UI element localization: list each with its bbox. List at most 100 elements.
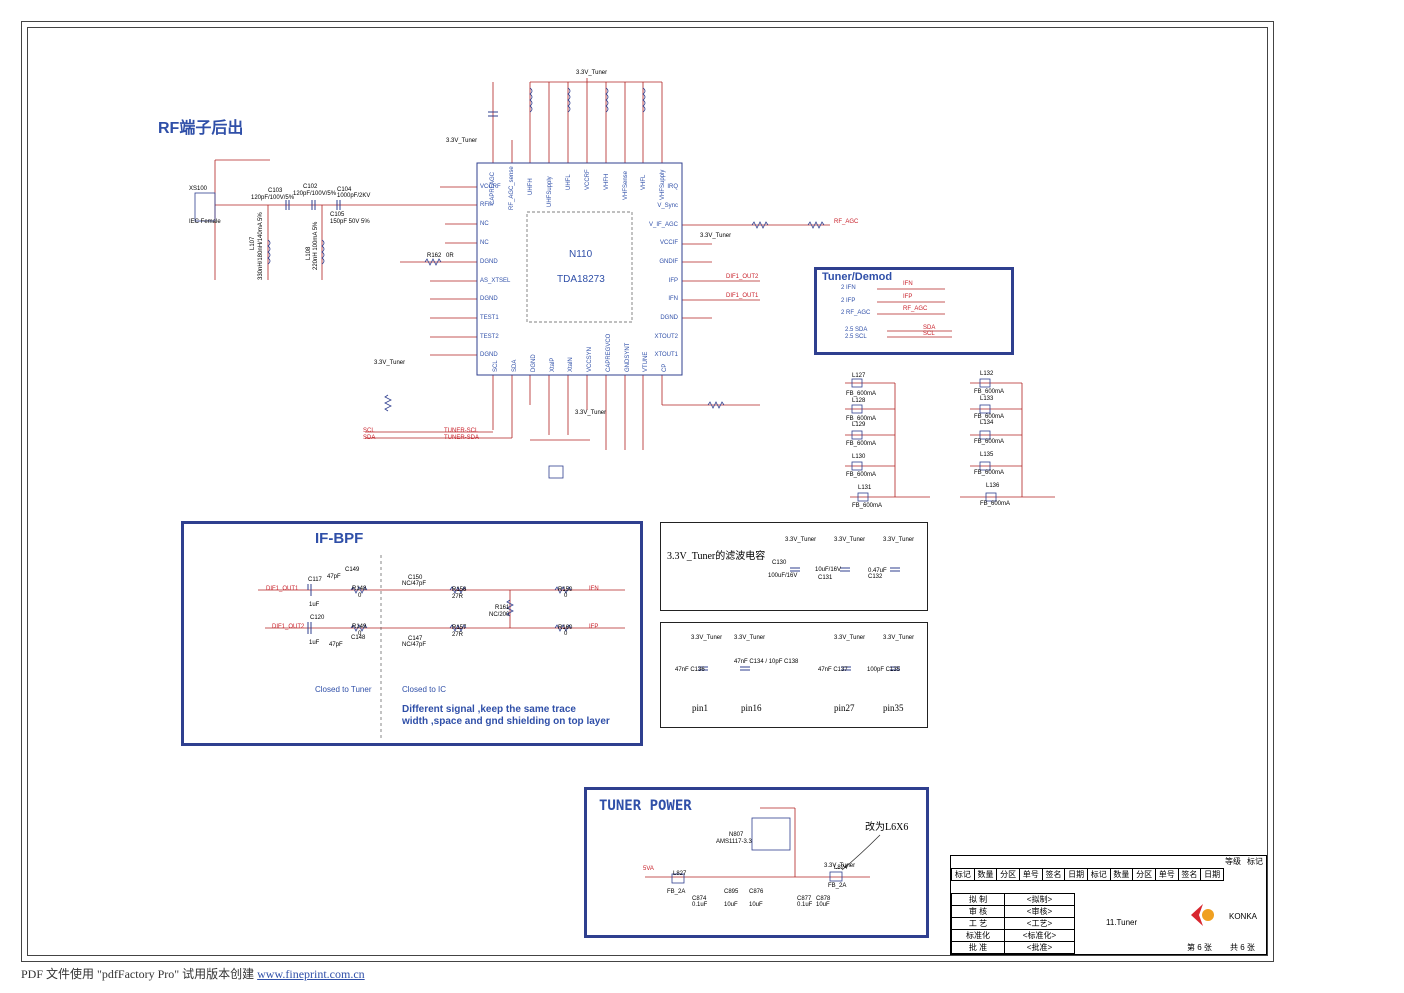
- rev-col: 标记: [951, 868, 975, 881]
- trace-note-1: Different signal ,keep the same trace: [402, 704, 576, 715]
- net-label-v33: 3.3V_Tuner: [883, 537, 915, 543]
- ferrite-value: FB_600mA: [974, 389, 1005, 395]
- chip-pin-bottom: XtalN: [568, 357, 574, 372]
- chip-pin-right: IRQ: [667, 184, 678, 190]
- pin-label: pin27: [834, 703, 855, 713]
- approval-value: <标准化>: [1003, 929, 1076, 942]
- bpf-part: 0: [358, 631, 362, 637]
- bpf-part: C149: [345, 567, 360, 573]
- chip-pin-right: DGND: [660, 315, 678, 321]
- chip-pin-bottom: XtalP: [550, 357, 556, 372]
- chip-pin-bottom: SDA: [512, 359, 518, 372]
- power-part: C874: [692, 896, 707, 902]
- rf-part-label: C105: [330, 212, 345, 218]
- net-label-v33: 3.3V_Tuner: [734, 635, 766, 641]
- chip-pin-left: DGND: [480, 259, 498, 265]
- chip-pin-bottom: CAPREGVCO: [606, 333, 612, 372]
- chip-pin-right: XTOUT2: [654, 334, 678, 340]
- chip-pin-top: UHFL: [566, 174, 572, 190]
- ferrite-value: FB_600mA: [980, 501, 1011, 507]
- ferrite-ref: L133: [980, 396, 994, 402]
- chip-part: TDA18273: [557, 274, 605, 285]
- bpf-part: R160: [558, 625, 573, 631]
- pin-cap-values: 47nF C137: [818, 667, 848, 673]
- approval-table: 拟 制<拟制> 审 核<审核> 工 艺<工艺> 标准化<标准化> 批 准<批准>: [951, 893, 1076, 954]
- ferrite-value: FB_600mA: [846, 472, 877, 478]
- rf-part-label: L108: [306, 246, 312, 260]
- chip-pin-right: GNDIF: [659, 259, 678, 265]
- net-label-v33: 3.3V_Tuner: [785, 537, 817, 543]
- approval-value: <工艺>: [1003, 917, 1076, 930]
- net-label-tuner-sda: TUNER-SDA: [444, 435, 480, 441]
- chip-pin-left: DGND: [480, 296, 498, 302]
- chip-pin-right: XTOUT1: [654, 352, 678, 358]
- pin-cap-values: 47nF C134 / 10pF C138: [734, 659, 799, 665]
- bpf-part: R150: [558, 587, 573, 593]
- chip-pin-right: V_Sync: [657, 203, 678, 209]
- pin-cap-values: 47nF C136: [675, 667, 705, 673]
- net-label-v33: 3.3V_Tuner: [824, 863, 856, 869]
- bpf-part: R161: [495, 605, 510, 611]
- chip-pin-top: UHFSupply: [547, 176, 553, 207]
- power-part: C877: [797, 896, 812, 902]
- net-label-v33: 3.3V_Tuner: [446, 138, 478, 144]
- bpf-part: 47pF: [327, 574, 341, 580]
- sheet-number: 第 6 张: [1187, 943, 1212, 952]
- tuner-demod-net: SDA: [923, 325, 936, 331]
- rev-col: 标记: [1086, 868, 1111, 881]
- rev-col: 单号: [1018, 868, 1043, 881]
- ferrite-ref: L129: [852, 422, 866, 428]
- tuner-demod-pin: 2.5 SDA: [845, 327, 868, 333]
- rev-col: 日期: [1064, 868, 1088, 881]
- approval-label: 审 核: [951, 905, 1005, 918]
- change-note: 改为L6X6: [865, 822, 909, 833]
- tuner-demod-net: RF_AGC: [903, 306, 928, 312]
- inner-border: [27, 27, 1268, 956]
- chip-pin-bottom: VTUNE: [643, 351, 649, 372]
- net-label-v33: 3.3V_Tuner: [883, 635, 915, 641]
- rf-part-label: C103: [268, 188, 283, 194]
- bpf-part: NC/47pF: [402, 642, 427, 648]
- bpf-part: R158: [452, 587, 467, 593]
- rev-col: 日期: [1200, 868, 1224, 881]
- rev-col: 数量: [1109, 868, 1134, 881]
- chip-pin-top: VHFSupply: [660, 169, 666, 200]
- chip-pin-bottom: VCCSYN: [587, 346, 593, 372]
- chip-pin-bottom: GNDSYNT: [625, 342, 631, 372]
- net-label-scl: SCL: [363, 428, 375, 434]
- tuner-demod-net: IFN: [903, 281, 913, 287]
- footer-link[interactable]: www.fineprint.com.cn: [257, 967, 365, 981]
- chip-pin-bottom: SCL: [493, 360, 499, 372]
- konka-logo-icon: [1189, 902, 1217, 928]
- ferrite-value: FB_600mA: [974, 414, 1005, 420]
- bpf-part: C147: [408, 636, 423, 642]
- if-bpf-title: IF-BPF: [315, 530, 364, 547]
- rf-part-label: C104: [337, 187, 352, 193]
- net-label-rf-agc: RF_AGC: [834, 219, 859, 225]
- chip-pin-left: RFin: [480, 202, 493, 208]
- bpf-part: 27R: [452, 594, 464, 600]
- bpf-part: C148: [351, 635, 366, 641]
- net-label-v33: 3.3V_Tuner: [576, 70, 608, 76]
- chip-pin-top: RF_AGC_sense: [509, 166, 515, 210]
- cap-ref: C132: [868, 574, 883, 580]
- title-block: 标记 数量 分区 单号 签名 日期 标记 数量 分区 单号 签名 日期 等级 标…: [950, 855, 1267, 955]
- net-label-dif1-out1: DIF1_OUT1: [266, 586, 299, 592]
- rev-col: 分区: [1132, 868, 1156, 881]
- closed-to-tuner: Closed to Tuner: [315, 685, 372, 694]
- bpf-part: 0: [564, 631, 568, 637]
- power-part: FB_2A: [828, 883, 847, 889]
- pin-caps-box: 3.3V_Tuner 3.3V_Tuner 3.3V_Tuner 3.3V_Tu…: [660, 622, 928, 728]
- bpf-part: 0: [564, 593, 568, 599]
- konka-logo-shape: [1191, 904, 1214, 926]
- ferrite-ref: L130: [852, 454, 866, 460]
- bpf-part: NC/200: [489, 612, 510, 618]
- ferrite-ref: L134: [980, 420, 994, 426]
- rf-part-label: 1000pF/2KV: [337, 193, 371, 199]
- tuner-demod-pin: 2 IFN: [841, 285, 856, 291]
- rev-col: 签名: [1041, 868, 1066, 881]
- tuner-demod-pin: 2 IFP: [841, 298, 856, 304]
- net-label-sda: SDA: [363, 435, 376, 441]
- sheet-name: 11.Tuner: [1106, 918, 1138, 927]
- ferrite-value: FB_600mA: [852, 503, 883, 509]
